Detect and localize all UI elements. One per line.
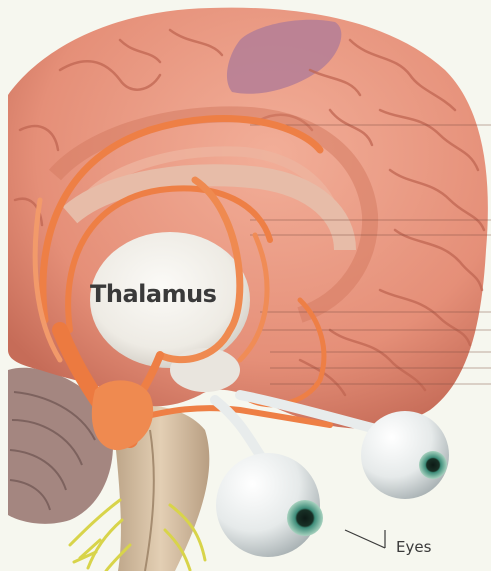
thalamus-label: Thalamus	[90, 280, 216, 308]
eyes-leader-line	[345, 530, 385, 548]
eyes-label: Eyes	[396, 538, 431, 556]
right-eye	[361, 411, 449, 499]
left-eye	[216, 453, 323, 557]
